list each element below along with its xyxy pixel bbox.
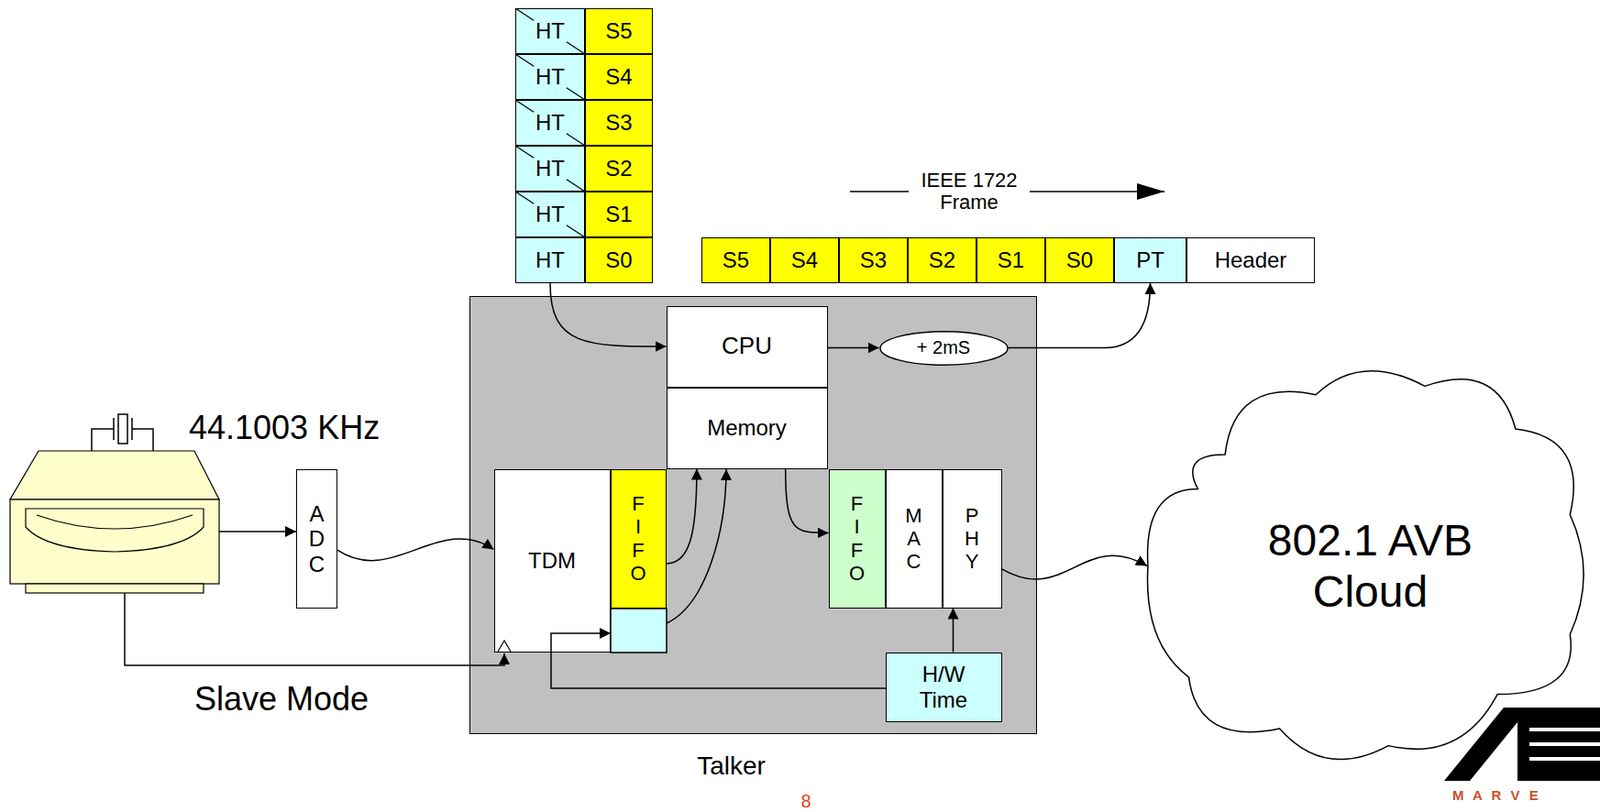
fifo-box: FIFO — [828, 469, 886, 609]
node-label: TDM — [528, 548, 576, 574]
logo-text: M A R V E — [1452, 788, 1542, 805]
node-label: S3 — [860, 247, 887, 274]
frame-sample-cell: S2 — [907, 237, 977, 284]
frame-label: IEEE 1722 Frame — [908, 167, 1030, 216]
player-base — [25, 584, 204, 594]
connector-arrow — [827, 347, 880, 350]
node-label: HT — [533, 203, 567, 226]
node-label: HT — [533, 20, 567, 43]
frame-sample-cell: S5 — [701, 237, 771, 284]
ellipse-shape — [879, 331, 1007, 365]
player-to-adc-arrow — [219, 530, 297, 533]
node-label: S4 — [791, 247, 818, 274]
adc-box: ADC — [296, 469, 338, 609]
node-label: FIFO — [849, 492, 865, 585]
node-label: 802.1 AVB Cloud — [1256, 515, 1486, 617]
node-label: ADC — [308, 501, 325, 578]
player-top — [10, 451, 220, 500]
strike-lines — [515, 8, 585, 238]
sample-cell: S4 — [584, 54, 653, 100]
talker-box: TalkerCPU+ 2mSMemoryTDMFIFOFIFOMACPHYH/W… — [469, 296, 1038, 735]
phy-box: PHY — [942, 469, 1003, 609]
sample-cell: S0 — [584, 237, 653, 284]
node-label: HT — [533, 66, 567, 89]
connector-arrow — [952, 608, 955, 653]
mode-label: Slave Mode — [194, 681, 369, 718]
crystal-wire — [132, 429, 154, 452]
strike-line — [515, 8, 585, 55]
cpu-box: CPU — [666, 306, 828, 388]
node-label: S1 — [605, 201, 632, 228]
node-label: S2 — [605, 155, 632, 182]
tdm-box: TDM — [494, 469, 611, 653]
timestamp-register — [610, 608, 667, 653]
logo-block — [1517, 707, 1600, 782]
node-label: HT — [533, 111, 567, 134]
crystal-plate — [112, 418, 115, 441]
sample-cell: S3 — [584, 99, 653, 146]
node-label: S4 — [605, 64, 632, 90]
sample-cell: S5 — [584, 8, 653, 55]
frame-sample-cell: S3 — [838, 237, 908, 284]
page-number: 8 — [800, 791, 811, 812]
presentation-time-cell: PT — [1114, 237, 1187, 284]
node-heading: Talker — [696, 751, 766, 782]
node-label: MAC — [904, 504, 922, 574]
strike-line — [515, 191, 585, 238]
fifo-box: FIFO — [610, 469, 667, 609]
node-label: CPU — [721, 332, 773, 361]
node-label: S2 — [928, 247, 956, 274]
frame-sample-cell: S4 — [770, 237, 839, 284]
sample-cell: S1 — [584, 191, 653, 238]
frame-sample-cell: S1 — [976, 237, 1046, 284]
crystal-wire — [91, 429, 114, 452]
player-tray — [25, 508, 204, 552]
node-label: Memory — [706, 415, 787, 442]
crystal-symbol — [91, 414, 154, 452]
hw-time-box: H/W Time — [885, 652, 1003, 723]
node-label: PT — [1136, 247, 1165, 274]
logo-stripe — [1529, 757, 1600, 762]
player-front — [10, 499, 220, 585]
node-label: S5 — [722, 247, 750, 274]
node-label: S3 — [605, 110, 632, 136]
logo-stripe — [1529, 742, 1600, 747]
node-label: FIFO — [629, 492, 646, 585]
header-time-cell: HT — [515, 237, 585, 284]
node-label: HT — [535, 247, 565, 274]
node-label: S0 — [605, 247, 632, 274]
node-label: + 2mS — [916, 337, 971, 359]
node-label: PHY — [964, 504, 980, 574]
frame-header-cell: Header — [1186, 237, 1315, 284]
mac-box: MAC — [885, 469, 943, 609]
cloud-shape — [1147, 371, 1585, 761]
node-label: S5 — [605, 18, 632, 45]
node-label: HT — [533, 157, 567, 180]
clock-rate-label: 44.1003 KHz — [188, 409, 380, 447]
memory-box: Memory — [666, 387, 828, 470]
node-label: S1 — [997, 247, 1025, 274]
strike-line — [515, 145, 585, 192]
node-label: H/W Time — [906, 662, 981, 713]
sample-cell: S2 — [584, 145, 653, 192]
offset-ellipse: + 2mS — [879, 331, 1009, 366]
node-label: Header — [1214, 247, 1288, 274]
crystal-body — [118, 414, 128, 444]
logo-stripe — [1529, 728, 1600, 732]
node-label: S0 — [1066, 247, 1093, 274]
frame-sample-cell: S0 — [1045, 237, 1115, 284]
player-disc — [36, 515, 193, 530]
cd-player — [10, 451, 220, 594]
strike-line — [515, 54, 585, 100]
strike-line — [515, 99, 585, 146]
